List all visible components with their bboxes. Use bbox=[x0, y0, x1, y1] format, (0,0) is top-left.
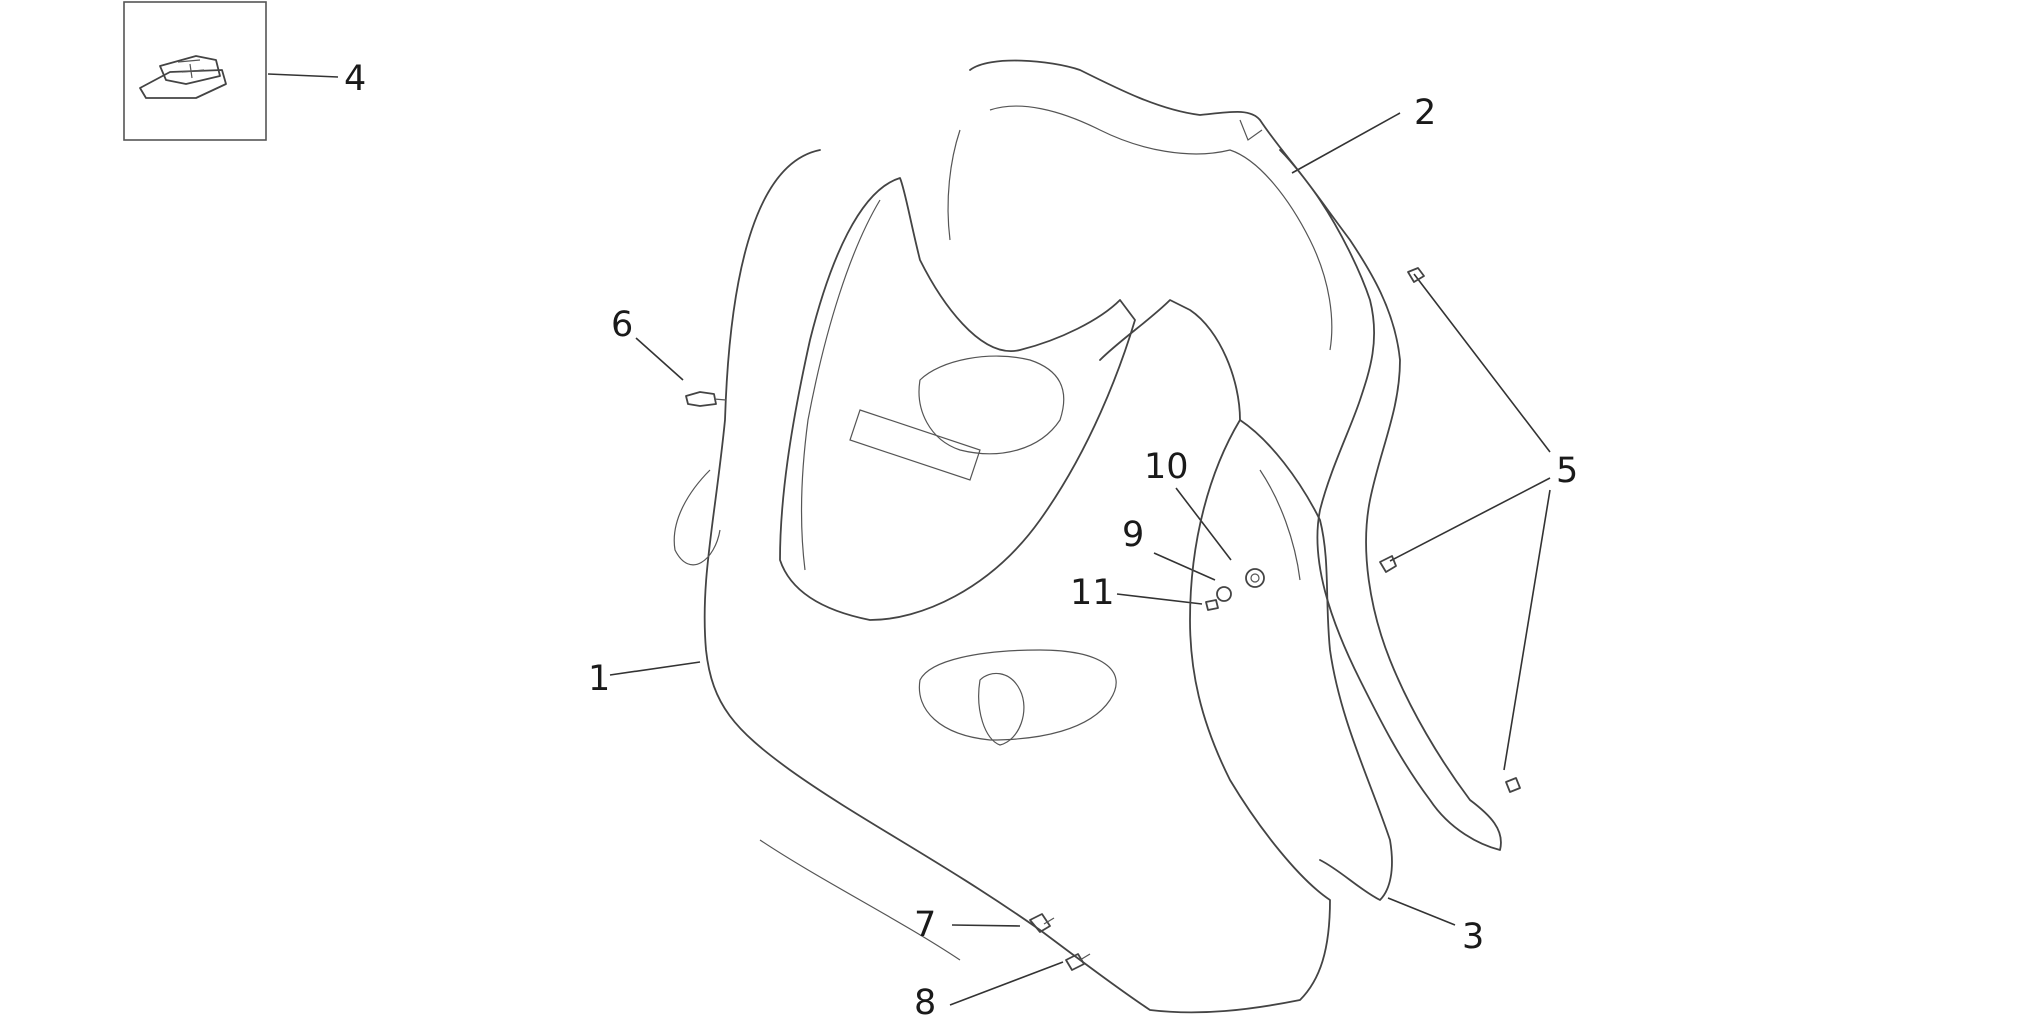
callout-6: 6 bbox=[611, 305, 633, 345]
callout-5: 5 bbox=[1556, 451, 1578, 491]
grommet-icon bbox=[1245, 568, 1265, 588]
callout-2: 2 bbox=[1414, 93, 1436, 133]
screw-icon bbox=[1379, 555, 1397, 573]
washer-icon bbox=[1216, 586, 1232, 602]
fasteners bbox=[685, 267, 1521, 971]
screw-icon bbox=[1407, 267, 1425, 283]
callout-3: 3 bbox=[1462, 917, 1484, 957]
callout-10: 10 bbox=[1144, 447, 1189, 487]
leader-lines bbox=[267, 73, 1551, 1006]
side-panel-part-3 bbox=[1239, 419, 1393, 901]
callout-labels: 1 2 3 4 5 6 7 8 9 10 11 bbox=[344, 59, 1578, 1016]
screw-icon bbox=[1065, 953, 1091, 971]
screw-icon bbox=[1505, 777, 1521, 793]
screw-icon bbox=[685, 391, 727, 407]
inner-frame-part-2 bbox=[947, 59, 1502, 851]
callout-8: 8 bbox=[914, 983, 936, 1016]
screw-icon bbox=[1029, 913, 1055, 933]
callout-1: 1 bbox=[588, 659, 610, 699]
screw-icon bbox=[1205, 599, 1219, 611]
inset-box-part-4 bbox=[123, 1, 267, 141]
callout-9: 9 bbox=[1122, 515, 1144, 555]
spring-clip-icon bbox=[139, 55, 227, 99]
callout-4: 4 bbox=[344, 59, 366, 99]
callout-7: 7 bbox=[914, 905, 936, 945]
callout-11: 11 bbox=[1070, 573, 1115, 613]
front-shield-part-1 bbox=[673, 149, 1331, 1014]
